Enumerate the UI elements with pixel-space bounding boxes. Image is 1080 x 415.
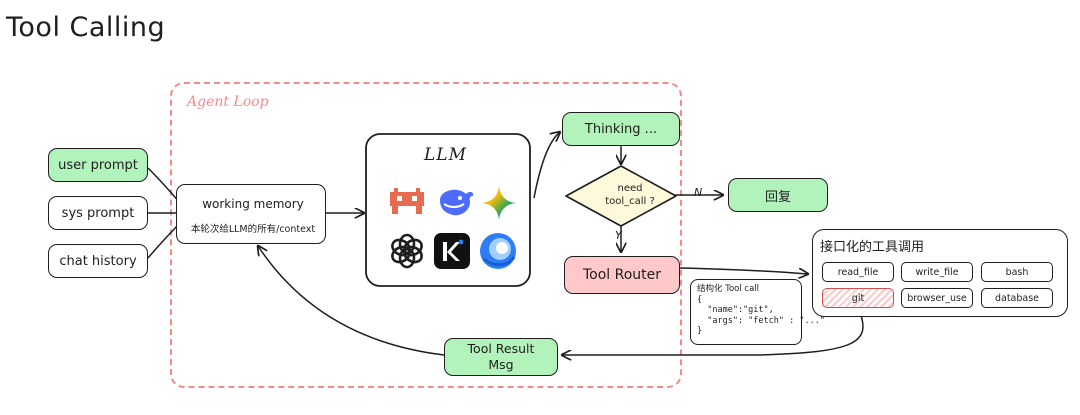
- tool-read-file: read_file: [822, 262, 894, 282]
- thinking-box: Thinking ...: [562, 112, 680, 146]
- decision-line-1: need: [617, 183, 643, 194]
- tool-router-label: Tool Router: [582, 267, 662, 283]
- doubao-logo: [480, 233, 516, 269]
- tool-result-line-1: Tool Result: [467, 341, 535, 356]
- working-memory-title: working memory: [202, 197, 304, 211]
- tool-browser-use: browser_use: [901, 288, 973, 308]
- chat-history-box: chat history: [48, 244, 148, 278]
- deepseek-logo: [440, 189, 474, 216]
- agent-loop-frame: [170, 82, 682, 388]
- arrow-result-to-memory: [258, 246, 445, 356]
- chat-history-label: chat history: [59, 253, 137, 269]
- agent-loop-label: Agent Loop: [187, 94, 269, 110]
- code-line: {: [697, 294, 703, 305]
- structured-call-title: 结构化 Tool call: [697, 284, 760, 294]
- thinking-label: Thinking ...: [584, 121, 658, 137]
- tool-write-file: write_file: [901, 262, 973, 282]
- tool-bash: bash: [981, 262, 1053, 282]
- edge-label-yes: Y: [615, 229, 622, 242]
- user-prompt-label: user prompt: [58, 157, 138, 173]
- decision-text: need tool_call ?: [580, 182, 680, 208]
- kimi-logo: [434, 233, 470, 269]
- tool-result-line-2: Msg: [488, 357, 514, 372]
- tool-router-box: Tool Router: [564, 256, 680, 294]
- page-title: Tool Calling: [6, 12, 166, 43]
- user-prompt-box: user prompt: [48, 148, 148, 182]
- working-memory-box: [176, 184, 326, 244]
- decision-line-2: tool_call ?: [605, 196, 655, 207]
- reply-label: 回复: [764, 189, 791, 205]
- code-line: "args": "fetch" : "...": [697, 315, 825, 326]
- tools-title: 接口化的工具调用: [820, 240, 925, 255]
- llm-title: LLM: [424, 145, 467, 165]
- openai-logo: [391, 233, 423, 269]
- tool-git: git: [822, 288, 894, 308]
- structured-tool-call: 结构化 Tool call { "name":"git", "args": "f…: [690, 279, 825, 345]
- gemini-logo: [482, 186, 516, 220]
- arrow-llm-to-thinking: [533, 132, 560, 199]
- sys-prompt-box: sys prompt: [48, 196, 148, 230]
- edge-label-no: N: [694, 186, 703, 199]
- tool-database: database: [981, 288, 1053, 308]
- working-memory-subtitle: 本轮次给LLM的所有/context: [190, 224, 316, 235]
- sys-prompt-label: sys prompt: [61, 205, 135, 221]
- mistral-logo: [390, 188, 424, 214]
- reply-box: 回复: [728, 178, 828, 212]
- code-line: }: [697, 326, 703, 336]
- arrow-router-to-tools: [679, 267, 808, 274]
- tool-result-box: Tool Result Msg: [444, 338, 558, 376]
- arrow-tools-to-result: [562, 307, 864, 355]
- code-line: "name":"git",: [697, 305, 774, 315]
- decision-diamond: [565, 165, 677, 227]
